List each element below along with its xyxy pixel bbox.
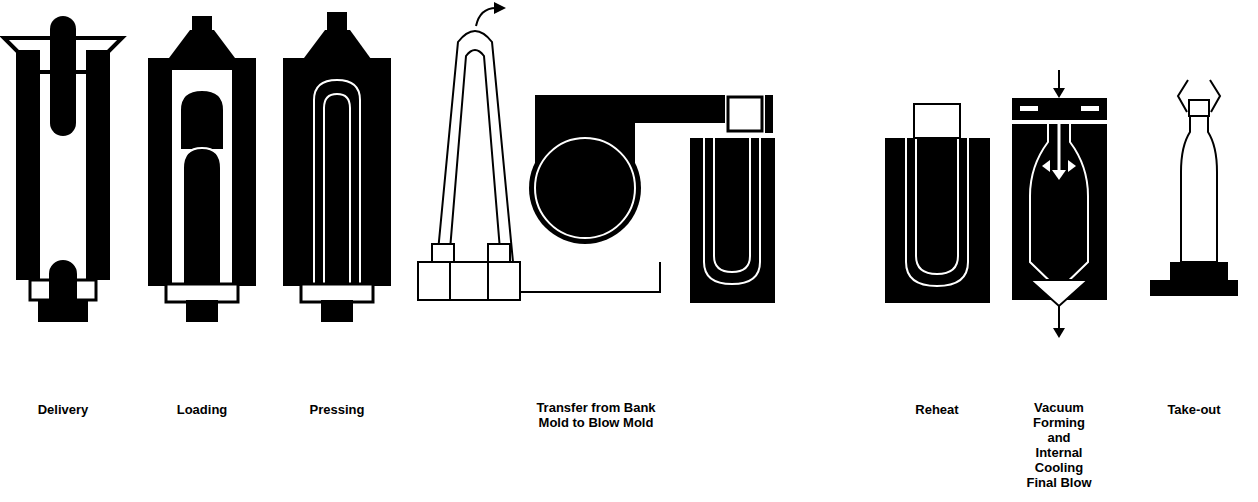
arrow-head: [1042, 160, 1050, 172]
parison: [307, 70, 367, 286]
parison-outline: [906, 138, 968, 286]
bottom-plate: [1030, 280, 1088, 306]
step-label-box: Loading: [147, 400, 257, 418]
plunger-outline: [324, 94, 350, 286]
baffle-top: [327, 12, 347, 32]
step-label-box: Pressing: [282, 400, 392, 418]
transfer-link: [520, 262, 660, 292]
bottle-finish: [1189, 100, 1209, 116]
parison-outline: [314, 80, 360, 286]
vacuum-arrow: [1058, 306, 1060, 330]
transfer-bar: [535, 95, 725, 123]
blow-head-slot: [1020, 106, 1038, 111]
step-label: Reheat: [915, 402, 958, 417]
dead-plate: [1170, 262, 1228, 280]
loading-figure: [148, 16, 256, 322]
take-out-tong: [1178, 80, 1188, 112]
funnel: [160, 30, 244, 70]
parison-outline: [916, 138, 958, 274]
parison-outline: [714, 138, 750, 272]
plunger: [38, 260, 88, 322]
step-label: Pressing: [310, 402, 365, 417]
blow-mold: [690, 138, 775, 303]
arrow-head: [1053, 328, 1065, 338]
neck-ring: [301, 284, 373, 302]
holder-divider: [487, 262, 489, 300]
blow-head: [728, 97, 762, 131]
neck-ring: [166, 284, 238, 302]
step-label-box: Vacuum Forming and Internal Cooling Fina…: [1023, 400, 1095, 491]
arrow-head: [1053, 88, 1065, 98]
step-label-box: Transfer from Bank Mold to Blow Mold: [518, 400, 674, 431]
pressing-figure: [283, 12, 391, 322]
step-label: Take-out: [1167, 402, 1220, 417]
plunger-base: [321, 300, 353, 322]
glass-gob: [180, 90, 224, 150]
parison-outline: [704, 138, 760, 284]
wheel-outline: [535, 138, 635, 238]
blow-head-bracket: [765, 95, 773, 133]
parison-neck: [914, 104, 960, 138]
take-out-figure: [1150, 80, 1238, 296]
invert-arm: [437, 31, 513, 262]
take-out-tong: [1210, 80, 1220, 112]
arrow-head: [1068, 160, 1076, 172]
mold-half: [283, 58, 307, 286]
blow-mold: [885, 138, 990, 303]
arrow-head: [494, 2, 506, 14]
delivery-figure: [4, 16, 122, 322]
step-label: Delivery: [38, 402, 89, 417]
blow-head-slot: [1081, 106, 1099, 111]
arrow-head: [1052, 170, 1066, 180]
step-label: Transfer from Bank Mold to Blow Mold: [518, 400, 674, 430]
mold-half: [232, 58, 256, 286]
step-label: Vacuum Forming and Internal Cooling Fina…: [1023, 400, 1095, 490]
invert-wheel: [529, 132, 641, 244]
baffle: [295, 30, 379, 70]
final-blow-figure: [1012, 70, 1107, 338]
plunger: [183, 148, 221, 286]
transfer-figure: [418, 2, 775, 303]
mold-half: [367, 58, 391, 286]
mold-half: [16, 50, 40, 280]
funnel-top: [192, 16, 212, 32]
neck-ring: [432, 244, 454, 262]
step-label-box: Reheat: [882, 400, 992, 418]
rotation-arrow: [476, 8, 496, 26]
conveyor-base: [1150, 280, 1238, 296]
blow-head: [1012, 98, 1107, 120]
glass-gob: [50, 16, 76, 136]
holder-divider: [449, 262, 451, 300]
neck-ring: [488, 244, 510, 262]
plunger-base: [186, 300, 218, 322]
neck-ring-holder: [418, 262, 520, 300]
step-label: Loading: [177, 402, 228, 417]
reheat-figure: [885, 104, 990, 303]
bottle: [1181, 116, 1217, 262]
step-label-box: Take-out: [1139, 400, 1249, 418]
blow-tube: [1058, 120, 1061, 170]
parison-outline: [449, 50, 501, 262]
mold-half: [148, 58, 172, 286]
step-label-box: Delivery: [8, 400, 118, 418]
mold-half: [86, 50, 110, 280]
